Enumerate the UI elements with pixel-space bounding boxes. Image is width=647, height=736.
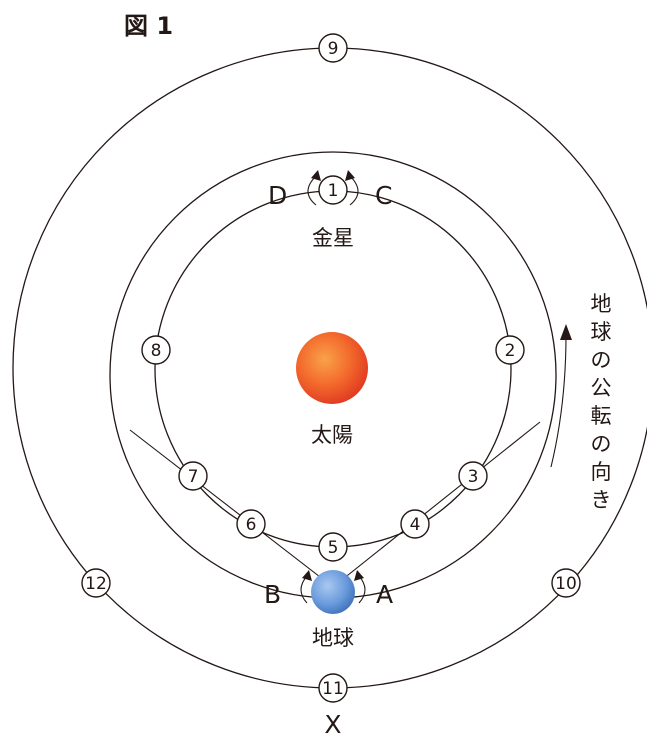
venus-position-2: 2 — [495, 335, 525, 365]
earth-arrow-right-icon — [358, 575, 366, 604]
rotation-arrowhead-left-icon — [311, 170, 321, 181]
earth-label: 地球 — [312, 626, 354, 650]
venus-position-1: 1 — [318, 175, 348, 205]
position-number: 12 — [85, 574, 107, 594]
position-number: 7 — [188, 467, 199, 487]
direction-b: B — [264, 580, 281, 609]
note-char: 地 — [591, 292, 612, 316]
position-number: 4 — [410, 515, 421, 535]
revolution-note: 地 球 の 公 転 の 向 き — [591, 292, 612, 512]
sun-icon — [296, 332, 368, 404]
position-number: 6 — [246, 515, 257, 535]
figure-label: 図 1 — [124, 12, 173, 40]
venus-position-7: 7 — [178, 461, 208, 491]
rotation-arrowhead-right-icon — [345, 170, 355, 181]
earth-arrowhead-right-icon — [354, 570, 364, 581]
venus-position-6: 6 — [236, 509, 266, 539]
note-char: 球 — [591, 320, 612, 344]
direction-d: D — [268, 181, 287, 210]
note-char: 転 — [591, 404, 612, 428]
x-label: X — [324, 710, 341, 736]
venus-position-4: 4 — [400, 509, 430, 539]
rotation-arrow-left-icon — [307, 175, 317, 206]
note-char: の — [591, 348, 612, 372]
position-number: 8 — [151, 341, 162, 361]
rotation-arrow-right-icon — [349, 175, 359, 206]
note-char: の — [591, 432, 612, 456]
sight-line-left — [129, 429, 334, 588]
position-number: 10 — [555, 574, 577, 594]
direction-a: A — [376, 580, 393, 609]
revolution-arrowhead-icon — [560, 324, 572, 340]
position-number: 9 — [328, 39, 339, 59]
note-char: 公 — [591, 376, 612, 400]
outer-position-11: 11 — [318, 673, 348, 703]
earth-arrowhead-left-icon — [302, 570, 312, 581]
sun-label: 太陽 — [311, 423, 353, 447]
venus-position-8: 8 — [141, 335, 171, 365]
outer-position-9: 9 — [318, 33, 348, 63]
note-char: き — [591, 488, 612, 512]
earth-icon — [311, 570, 355, 614]
earth-arrow-left-icon — [300, 575, 308, 604]
position-number: 3 — [468, 467, 479, 487]
revolution-arrow-icon — [550, 334, 567, 468]
note-char: 向 — [591, 460, 612, 484]
direction-c: C — [375, 181, 392, 210]
outer-position-12: 12 — [81, 568, 111, 598]
venus-label: 金星 — [312, 226, 354, 250]
sight-line-right — [332, 421, 541, 588]
venus-position-3: 3 — [458, 461, 488, 491]
position-number: 11 — [322, 679, 344, 699]
position-number: 2 — [505, 341, 516, 361]
outer-position-10: 10 — [551, 568, 581, 598]
position-number: 5 — [328, 538, 339, 558]
venus-position-5: 5 — [318, 532, 348, 562]
position-number: 1 — [328, 181, 339, 201]
